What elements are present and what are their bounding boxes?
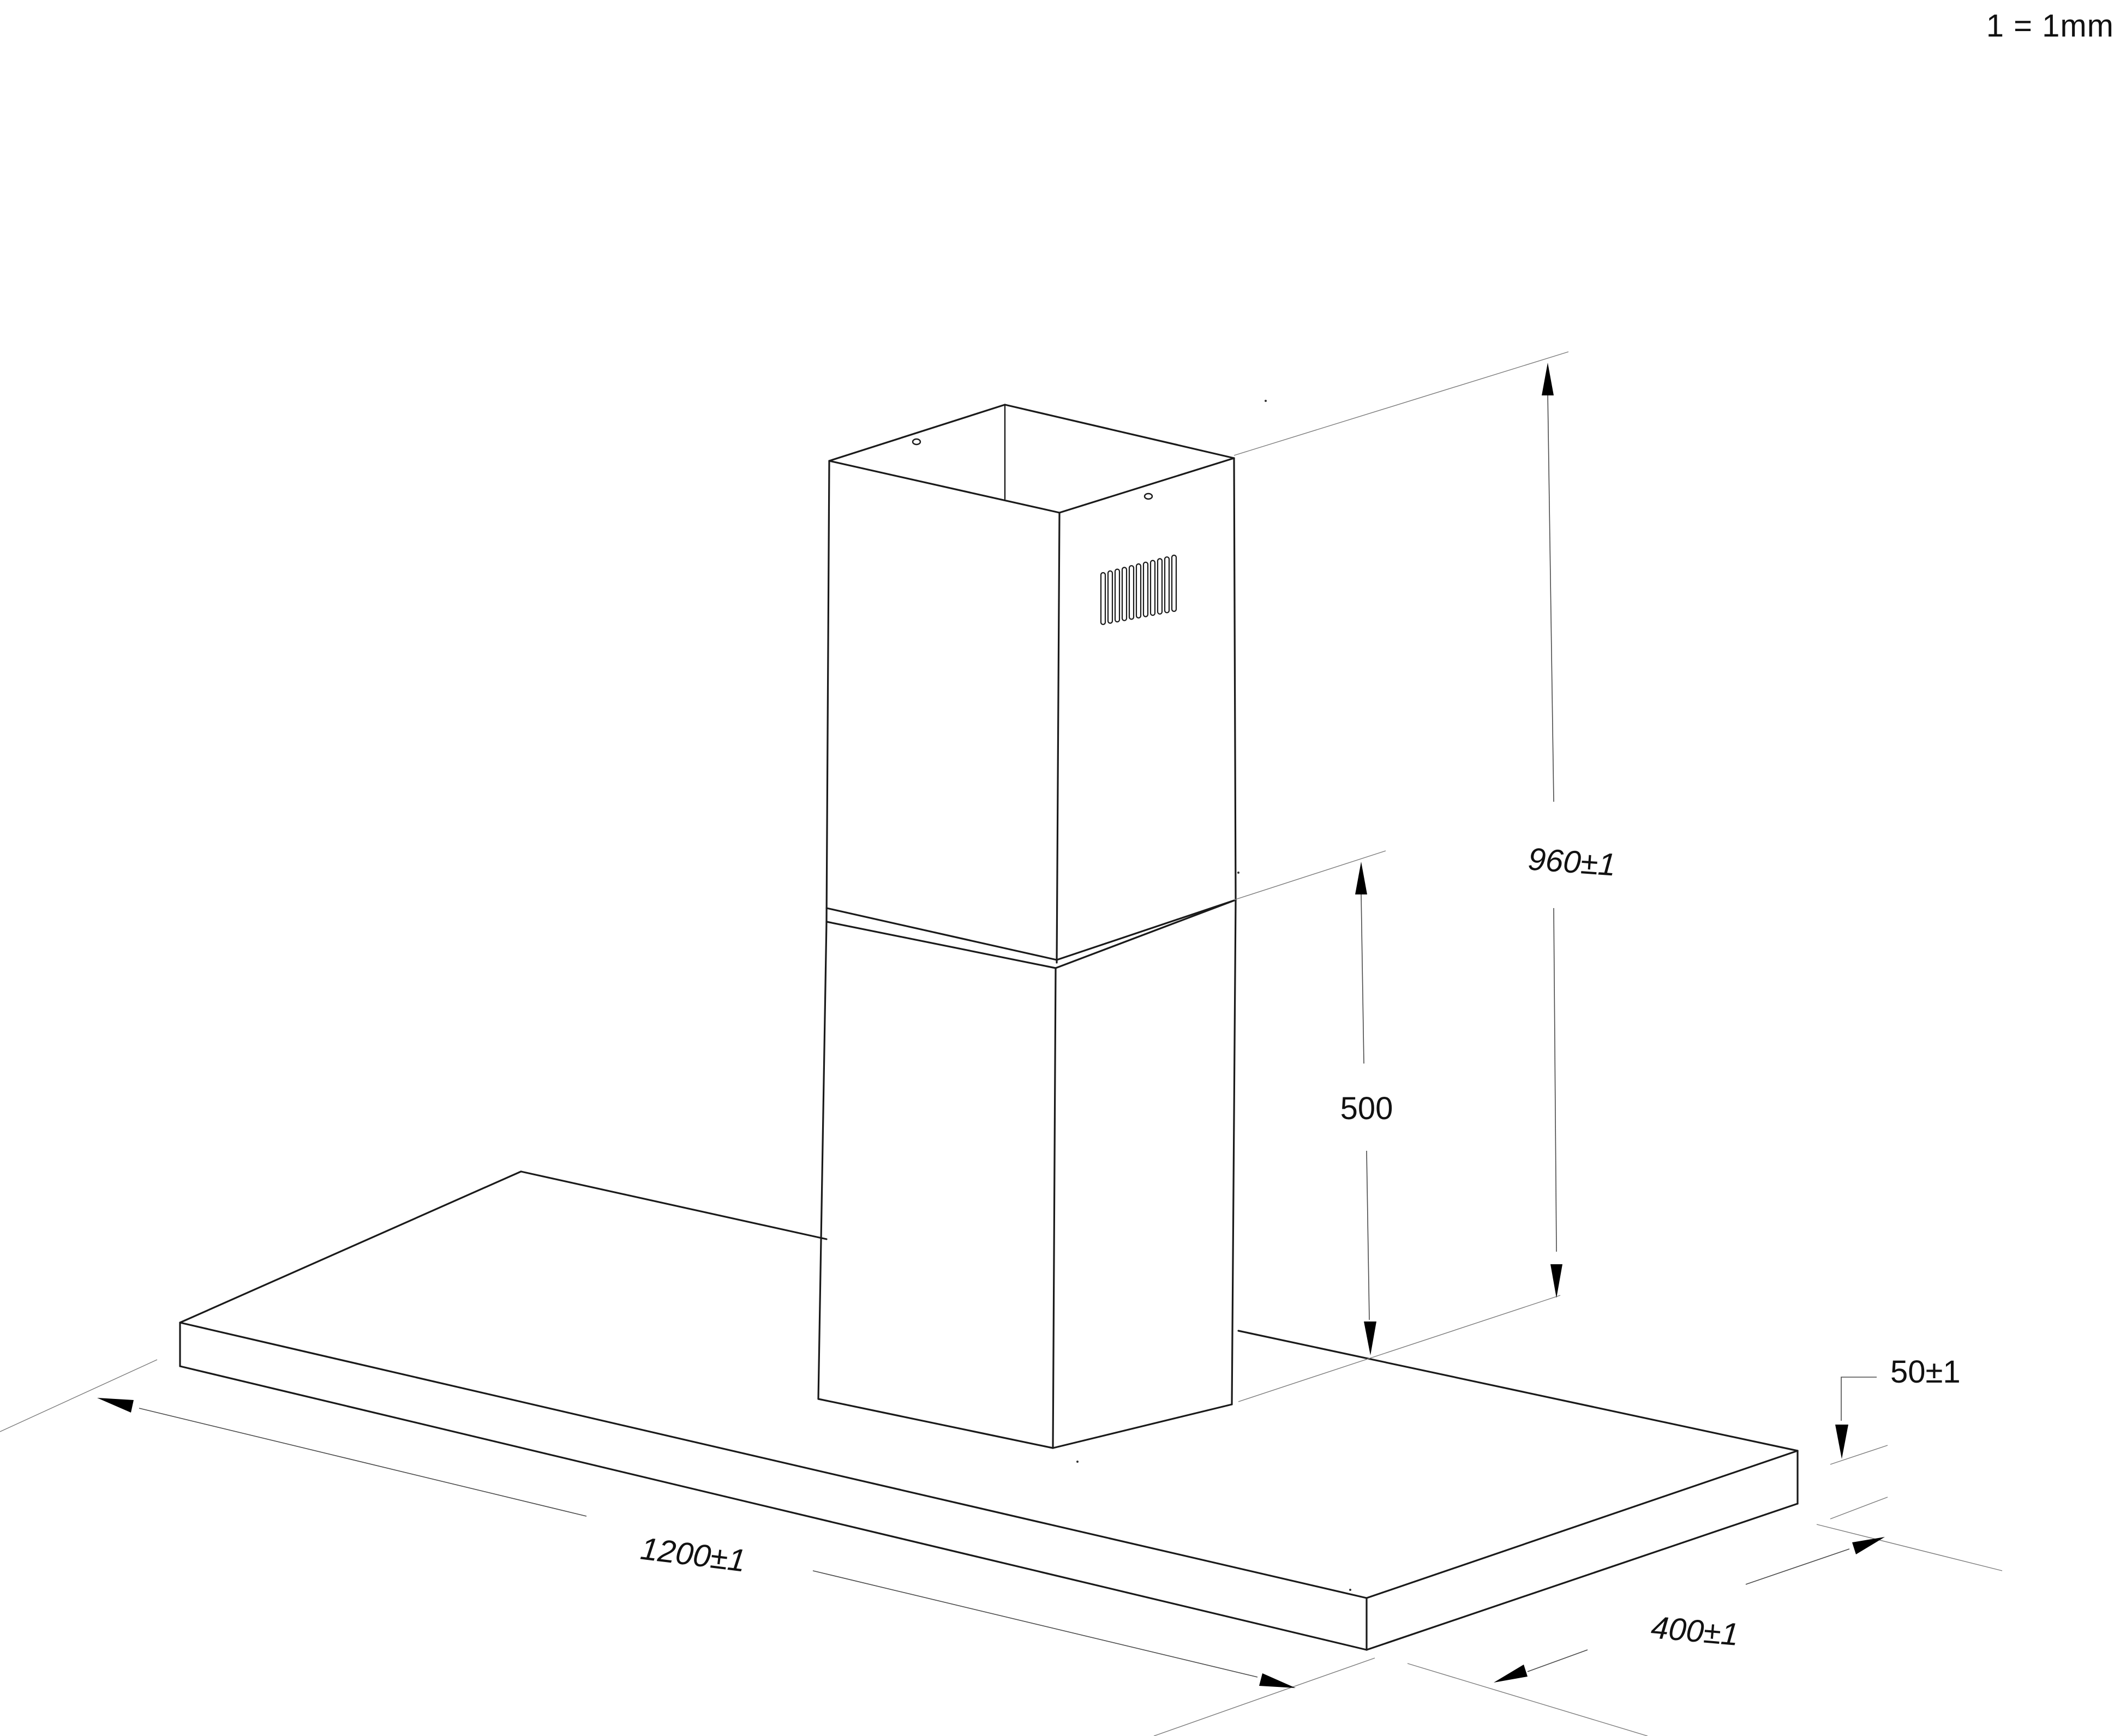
vent-slot	[1157, 558, 1163, 615]
arrow-960-bottom	[1550, 1264, 1562, 1298]
vent-slot	[1142, 561, 1149, 617]
upper-chimney-bottom-left-edge	[825, 907, 1058, 961]
dim-line-50-leader	[1841, 1377, 1877, 1421]
lower-chimney-bottom-right-edge	[1052, 1403, 1233, 1449]
upper-chimney-top-back-left-edge	[828, 404, 1006, 462]
ext-line-960-bottom	[1238, 1295, 1561, 1402]
stray-mark-top	[1265, 400, 1267, 402]
arrow-1200-left	[97, 1398, 134, 1413]
canopy-top-back-edge-left	[520, 1170, 828, 1240]
label-400: 400±1	[1650, 1609, 1740, 1653]
lower-chimney-front-edge	[1052, 967, 1057, 1449]
lower-chimney-top-left-edge	[825, 921, 1057, 969]
upper-chimney-front-edge	[1056, 512, 1061, 964]
upper-chimney-top-back-right-edge	[1004, 404, 1235, 459]
ext-line-1200-left	[0, 1359, 158, 1432]
upper-chimney-top-front-left-edge	[828, 460, 1061, 514]
upper-chimney-right-edge	[1233, 457, 1237, 901]
ext-line-50-bottom	[1830, 1497, 1888, 1519]
dim-line-500-lower	[1366, 1150, 1370, 1320]
ext-line-500-top	[1233, 850, 1386, 900]
lower-chimney-left-edge	[817, 921, 828, 1400]
dim-line-1200-right	[812, 1570, 1258, 1678]
dim-line-400-upper	[1745, 1548, 1850, 1585]
lower-chimney	[817, 899, 1237, 1449]
arrow-400-back	[1852, 1537, 1885, 1554]
arrow-500-top	[1355, 862, 1367, 894]
arrow-1200-right	[1259, 1673, 1296, 1688]
ext-line-50-top	[1830, 1445, 1888, 1465]
dimension-50: 50±1	[1830, 1354, 1961, 1519]
arrow-50	[1835, 1425, 1848, 1459]
ext-line-400-back	[1816, 1524, 2003, 1571]
label-500: 500	[1340, 1091, 1393, 1126]
dim-line-400-lower	[1527, 1649, 1588, 1672]
stray-mark-mid	[1237, 872, 1239, 874]
arrow-960-top	[1542, 363, 1554, 395]
dimension-500: 500	[1233, 850, 1393, 1355]
label-50: 50±1	[1890, 1354, 1961, 1390]
upper-chimney-bottom-right-edge	[1056, 899, 1237, 961]
arrow-400-front	[1494, 1665, 1528, 1683]
canopy-top-right-edge	[1366, 1450, 1799, 1599]
upper-chimney-top-front-right-edge	[1058, 457, 1235, 514]
lower-chimney-bottom-left-edge	[817, 1398, 1054, 1449]
ext-line-960-top	[1233, 351, 1569, 456]
canopy-front-bottom-edge	[179, 1365, 1368, 1651]
vent-slots	[1100, 554, 1177, 626]
canopy-top-front-edge	[179, 1321, 1368, 1599]
lower-chimney-right-edge	[1231, 899, 1237, 1405]
label-1200: 1200±1	[639, 1531, 748, 1579]
label-960: 960±1	[1527, 842, 1617, 883]
vent-slot	[1100, 572, 1106, 626]
canopy-top-back-left-edge	[179, 1170, 522, 1324]
screw-hole-left	[912, 438, 921, 446]
scale-note: 1 = 1mm	[1986, 8, 2114, 44]
lower-chimney-top-right-edge	[1055, 899, 1237, 969]
stray-mark-canopy	[1349, 1589, 1351, 1591]
vent-slot	[1107, 570, 1113, 624]
vent-slot	[1171, 554, 1177, 612]
arrow-500-bottom	[1364, 1321, 1376, 1355]
vent-slot	[1121, 567, 1128, 621]
stray-mark-bottom	[1076, 1461, 1079, 1463]
canopy-top-back-edge-right	[1237, 1330, 1799, 1452]
vent-slot	[1135, 563, 1142, 619]
dimension-1200: 1200±1	[0, 1359, 1375, 1736]
dim-line-960-lower	[1553, 908, 1557, 1252]
dimension-400: 400±1	[1407, 1524, 2003, 1736]
ext-line-1200-right	[1153, 1657, 1375, 1736]
screw-hole-right	[1143, 492, 1153, 500]
dim-line-1200-left	[139, 1408, 587, 1517]
vent-slot	[1149, 560, 1156, 616]
upper-chimney-left-edge	[825, 460, 830, 923]
vent-slot	[1164, 556, 1170, 614]
canopy-right-bottom-edge	[1366, 1503, 1799, 1651]
dimension-960: 960±1	[1233, 351, 1617, 1402]
dim-line-960-upper	[1547, 392, 1554, 802]
vent-slot	[1128, 565, 1135, 620]
dim-line-500-upper	[1361, 894, 1364, 1064]
vent-slot	[1114, 568, 1121, 623]
upper-chimney	[825, 404, 1237, 964]
ext-line-400-front	[1407, 1663, 1648, 1736]
canopy	[179, 1170, 1799, 1651]
